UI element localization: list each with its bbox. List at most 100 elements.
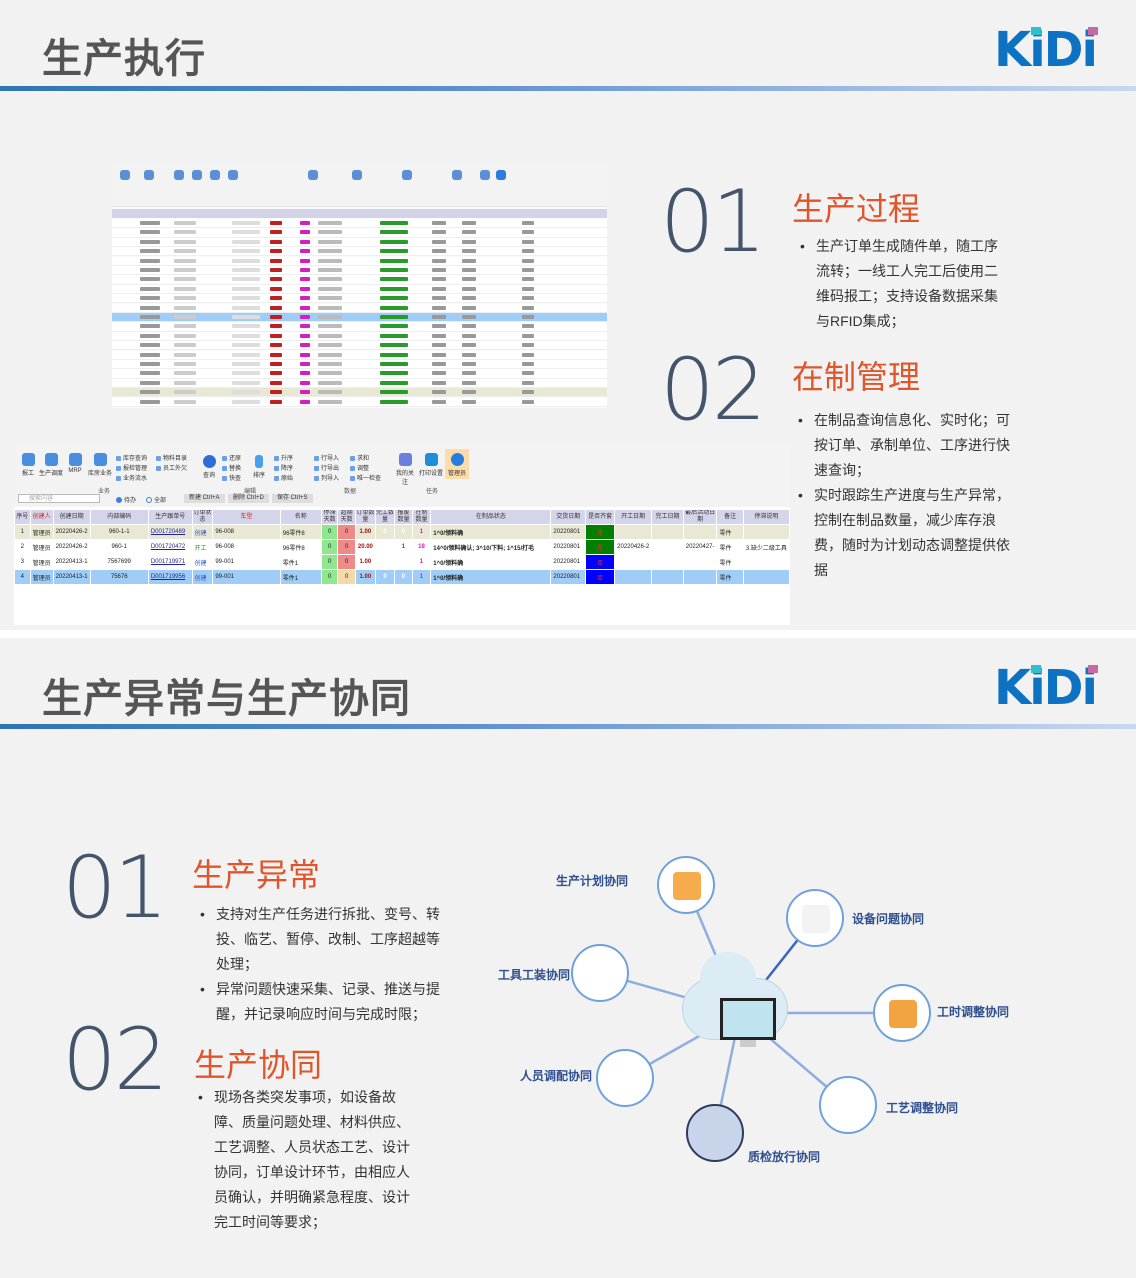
table-cell[interactable]: D001719971 <box>147 554 193 570</box>
toolbar-icon[interactable] <box>352 170 362 180</box>
section-heading-exception: 生产异常 <box>192 857 321 893</box>
column-header[interactable]: 订单数量 <box>354 509 376 525</box>
column-header[interactable]: 车型 <box>212 509 281 525</box>
column-header[interactable]: 开工日期 <box>614 509 653 525</box>
table-row[interactable] <box>112 341 607 351</box>
print-settings-button[interactable]: 打印设置 <box>419 453 443 477</box>
table-cell[interactable]: D001720489 <box>147 524 193 540</box>
table-cell: 零件 <box>716 524 744 540</box>
adjust-item[interactable]: 调整 <box>350 463 369 472</box>
toolbar-icon[interactable] <box>452 170 462 180</box>
toolbar-icon[interactable] <box>402 170 412 180</box>
column-header[interactable]: 超期天数 <box>337 509 356 525</box>
column-header[interactable]: 报废数量 <box>394 509 413 525</box>
column-header[interactable]: 内部编码 <box>89 509 149 525</box>
column-header[interactable]: 序号 <box>14 509 31 525</box>
row-export-item[interactable]: 行导出 <box>314 463 339 472</box>
table-row[interactable] <box>112 284 607 295</box>
restore-item[interactable]: 还原 <box>222 453 241 462</box>
dispatch-button[interactable]: 生产调度 <box>38 453 64 477</box>
table-row[interactable] <box>112 313 607 323</box>
sort-asc-item[interactable]: 升序 <box>274 453 293 462</box>
sort-original-item[interactable]: 原始 <box>274 473 293 482</box>
column-header[interactable]: 完工数量 <box>374 509 396 525</box>
table-row[interactable] <box>112 331 607 342</box>
quick-find-item[interactable]: 快查 <box>222 473 241 482</box>
table-row[interactable] <box>112 397 607 407</box>
table-cell[interactable]: D001719956 <box>147 569 193 585</box>
table-row[interactable] <box>112 360 607 370</box>
table-cell[interactable]: D001720472 <box>147 539 193 555</box>
column-header[interactable]: 创建人 <box>29 509 54 525</box>
cell-content <box>140 333 160 338</box>
employee-owed-item[interactable]: 员工外欠 <box>156 463 187 472</box>
column-header[interactable]: 生产跟单号 <box>147 509 193 525</box>
table-cell: 20220426-2 <box>52 539 91 555</box>
cell-content <box>380 343 408 348</box>
toolbar-icon[interactable] <box>210 170 220 180</box>
column-header[interactable]: 在制数量 <box>411 509 432 525</box>
inventory-query-item[interactable]: 库存查询 <box>116 453 147 462</box>
admin-button[interactable]: 管理员 <box>445 449 469 479</box>
column-header[interactable]: 创建日期 <box>52 509 91 525</box>
column-header[interactable]: 是否齐套 <box>585 509 616 525</box>
column-header[interactable]: 在制品状态 <box>430 509 552 525</box>
table-row[interactable] <box>112 256 607 266</box>
column-header[interactable]: 完工日期 <box>651 509 684 525</box>
replace-item[interactable]: 替换 <box>222 463 241 472</box>
cell-content <box>174 258 196 263</box>
column-header[interactable]: 最后活动日期 <box>682 509 718 525</box>
table-row[interactable] <box>112 266 607 276</box>
report-button[interactable]: 报工 <box>18 453 38 477</box>
table-row[interactable] <box>112 378 607 389</box>
column-import-item[interactable]: 列导入 <box>314 473 339 482</box>
toolbar-icon[interactable] <box>120 170 130 180</box>
column-header[interactable]: 交货日期 <box>550 509 587 525</box>
table-row[interactable] <box>112 247 607 257</box>
search-input[interactable]: 搜索内容 <box>18 494 100 503</box>
toolbar-icon[interactable] <box>144 170 154 180</box>
toolbar-icon[interactable] <box>228 170 238 180</box>
column-header[interactable]: 名称 <box>279 509 322 525</box>
column-header[interactable]: 备注 <box>716 509 744 525</box>
radio-todo[interactable]: 待办 <box>116 495 136 504</box>
material-catalog-item[interactable]: 物料目录 <box>156 453 187 462</box>
table-row[interactable] <box>112 275 607 285</box>
mrp-button[interactable]: MRP <box>66 453 84 474</box>
sum-item[interactable]: 求和 <box>350 453 369 462</box>
toolbar-icon[interactable] <box>480 170 490 180</box>
table-row[interactable] <box>112 350 607 360</box>
table-row[interactable] <box>112 228 607 238</box>
toolbar-icon[interactable] <box>192 170 202 180</box>
table-row[interactable] <box>112 294 607 304</box>
table-row[interactable] <box>112 303 607 313</box>
row-import-item[interactable]: 行导入 <box>314 453 339 462</box>
sort-button[interactable]: 排序 <box>250 455 268 479</box>
query-button[interactable]: 查询 <box>200 455 218 479</box>
new-button[interactable]: 新建 Ctrl+A <box>184 494 225 503</box>
toolbar-icon[interactable] <box>174 170 184 180</box>
warehouse-button[interactable]: 库房业务 <box>86 453 114 477</box>
inspection-item[interactable]: 报检管理 <box>116 463 147 472</box>
my-follow-button[interactable]: 我的关注 <box>394 453 416 486</box>
table-row[interactable] <box>112 237 607 248</box>
column-header[interactable]: 停滞说明 <box>742 509 790 525</box>
business-flow-item[interactable]: 业务流水 <box>116 473 147 482</box>
column-header[interactable]: 订单状态 <box>191 509 214 525</box>
table-row[interactable] <box>112 369 607 379</box>
unique-check-item[interactable]: 唯一检查 <box>350 473 381 482</box>
table-row[interactable] <box>112 322 607 332</box>
column-header[interactable]: 停滞天数 <box>320 509 339 525</box>
sort-desc-item[interactable]: 降序 <box>274 463 293 472</box>
radio-all[interactable]: 全部 <box>146 495 166 504</box>
delete-button[interactable]: 删除 Ctrl+D <box>228 494 269 503</box>
save-button[interactable]: 保存 Ctrl+S <box>272 494 313 503</box>
toolbar-icon[interactable] <box>496 170 506 180</box>
toolbar-icon[interactable] <box>308 170 318 180</box>
table-row[interactable] <box>112 388 607 398</box>
table-row[interactable] <box>112 219 607 229</box>
